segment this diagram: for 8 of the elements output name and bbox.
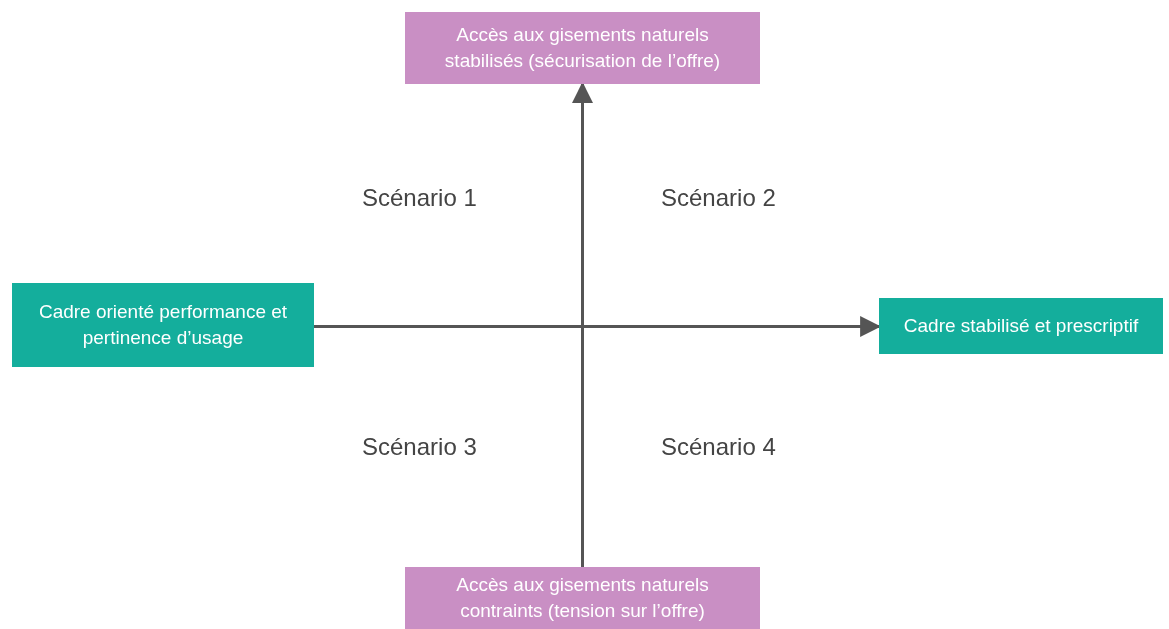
scenario-axis-box: Cadre stabilisé et prescriptif [879,298,1163,354]
scenario-axis-box: Cadre orienté performance et pertinence d’usage [12,283,314,367]
scenario-axis-box: Accès aux gisements naturels contraints (tension sur l’offre) [405,567,760,629]
quadrant-label: Scénario 4 [661,433,776,461]
quadrant-label: Scénario 1 [362,184,477,212]
quadrant-label: Scénario 3 [362,433,477,461]
quadrant-label: Scénario 2 [661,184,776,212]
scenario-axis-box: Accès aux gisements naturels stabilisés (sécurisation de l’offre) [405,12,760,84]
